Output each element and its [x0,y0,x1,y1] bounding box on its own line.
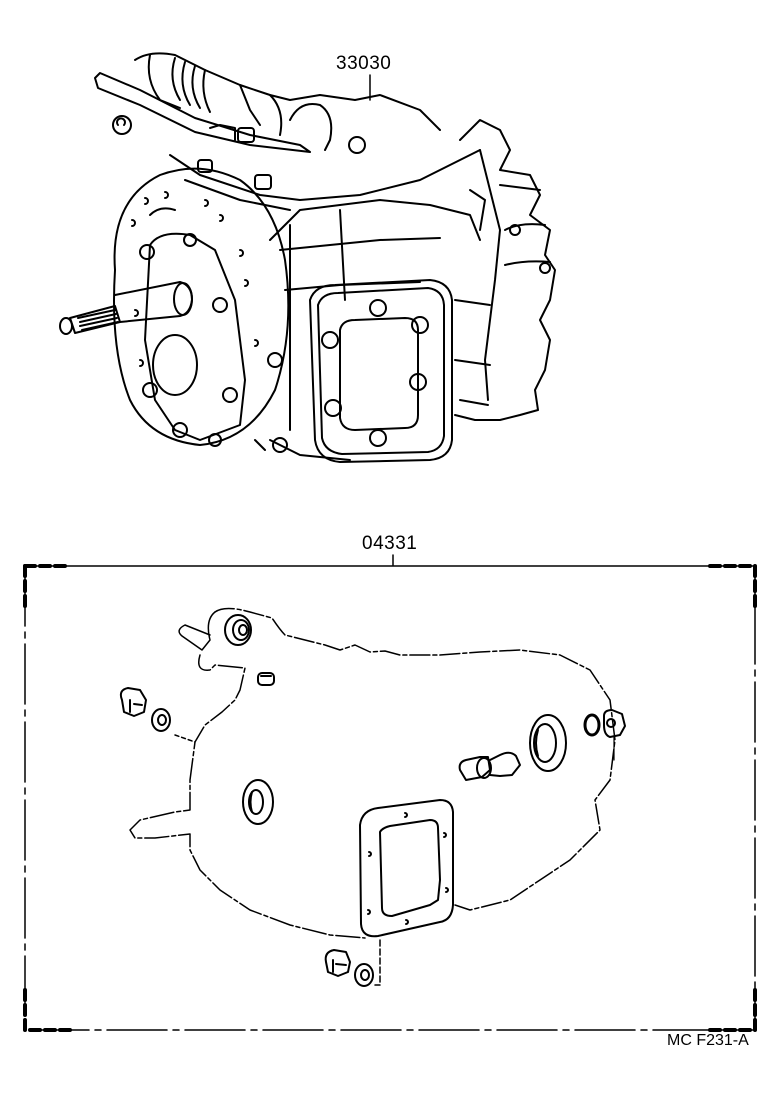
transmission-assembly-illustration [59,52,556,463]
part-number-gasket-kit: 04331 [362,533,418,554]
figure-code: MC F231-A [667,1032,749,1049]
gasket-kit-illustration [23,554,757,1032]
part-number-transmission: 33030 [336,53,392,74]
